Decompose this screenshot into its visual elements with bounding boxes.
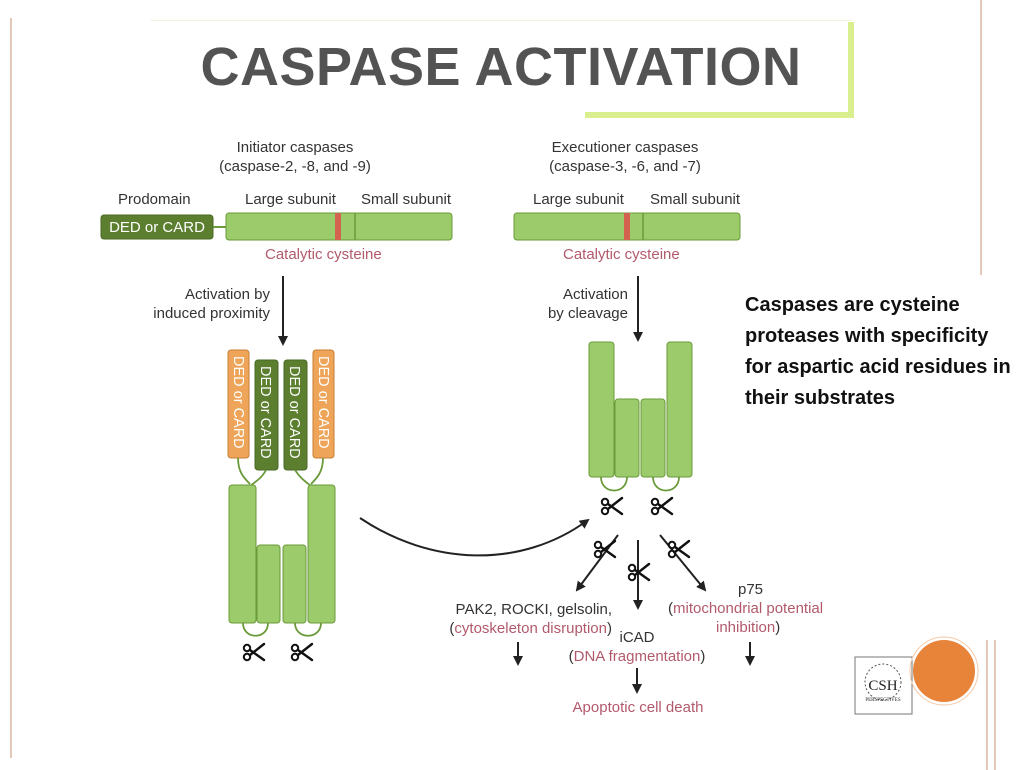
caspase-note: Caspases are cysteine proteases with spe… xyxy=(745,294,1011,409)
dimer-label-inner-left: DED or CARD xyxy=(257,366,273,459)
substrate-middle-effect: DNA fragmentation xyxy=(573,648,701,665)
executioner-small-subunit-label: Small subunit xyxy=(650,191,741,208)
decorative-orange-circle xyxy=(913,640,975,702)
executioner-heading-line1: Executioner caspases xyxy=(551,139,699,156)
initiator-dimer xyxy=(227,349,336,637)
substrate-left-label: PAK2, ROCKI, gelsolin, (cytoskeleton dis… xyxy=(426,600,612,638)
substrate-right-effect-line2: inhibition xyxy=(716,619,776,636)
right-border-line-lower-2 xyxy=(994,640,996,770)
title-box xyxy=(150,20,852,117)
paren-open: ( xyxy=(668,600,673,617)
prodomain-ded-label: DED or CARD xyxy=(109,219,205,236)
executioner-heading: Executioner caspases (caspase-3, -6, and… xyxy=(530,138,720,176)
cleavage-line2: by cleavage xyxy=(547,305,628,322)
paren-close: ) xyxy=(607,620,612,637)
scissors-icon xyxy=(667,539,691,559)
substrate-arrow-right xyxy=(659,534,707,592)
paren-close: ) xyxy=(775,619,781,636)
scissors-icon xyxy=(290,642,314,662)
paren-open: ( xyxy=(449,620,455,637)
substrate-right-line3: inhibition) xyxy=(668,618,838,637)
csh-perspectives-logo: CSH PERSPECTIVES xyxy=(854,656,913,715)
dimer-label-outer-right: DED or CARD xyxy=(315,356,331,449)
substrate-right-line1: p75 xyxy=(738,581,764,598)
substrate-right-effect-line1: mitochondrial potential xyxy=(673,600,824,617)
scissors-icon xyxy=(242,642,266,662)
apoptotic-cell-death-label: Apoptotic cell death xyxy=(572,699,704,716)
logo-subtext: PERSPECTIVES xyxy=(865,698,901,703)
dimer-label-outer-left: DED or CARD xyxy=(230,356,246,449)
executioner-heading-line2: (caspase-3, -6, and -7) xyxy=(549,158,701,175)
title-accent-bottom xyxy=(585,112,854,118)
initiator-heading-line1: Initiator caspases xyxy=(236,139,354,156)
initiator-heading-line2: (caspase-2, -8, and -9) xyxy=(219,158,371,175)
initiator-procaspase xyxy=(100,212,453,241)
title-accent-right xyxy=(848,22,854,118)
initiator-small-subunit-label: Small subunit xyxy=(361,191,452,208)
right-border-line xyxy=(980,0,982,275)
substrate-middle-line1: iCAD xyxy=(619,629,655,646)
substrate-middle-label: iCAD (DNA fragmentation) xyxy=(555,628,719,666)
substrate-left-line2: (cytoskeleton disruption) xyxy=(426,619,612,638)
executioner-dimer xyxy=(588,341,693,492)
prodomain-label: Prodomain xyxy=(118,191,191,208)
induced-proximity-label: Activation by induced proximity xyxy=(140,285,270,323)
initiator-large-subunit-label: Large subunit xyxy=(245,191,336,208)
initiator-heading: Initiator caspases (caspase-2, -8, and -… xyxy=(200,138,390,176)
scissors-icon xyxy=(593,539,617,559)
executioner-large-subunit-label: Large subunit xyxy=(533,191,624,208)
left-border-line xyxy=(10,18,12,758)
substrate-left-line1: PAK2, ROCKI, gelsolin, xyxy=(455,601,612,618)
scissors-icon xyxy=(600,496,624,516)
paren-close: ) xyxy=(700,648,706,665)
substrate-right-line2: (mitochondrial potential xyxy=(668,599,838,618)
cleavage-label: Activation by cleavage xyxy=(520,285,628,323)
substrate-right-label: p75 (mitochondrial potential inhibition) xyxy=(668,580,838,637)
executioner-catalytic-cysteine-label: Catalytic cysteine xyxy=(563,246,680,263)
initiator-catalytic-cysteine-label: Catalytic cysteine xyxy=(265,246,382,263)
initiator-to-executioner-arrow xyxy=(359,517,590,557)
paren-open: ( xyxy=(568,648,574,665)
dimer-label-inner-right: DED or CARD xyxy=(286,366,302,459)
slide-title: CASPASE ACTIVATION xyxy=(200,37,802,97)
substrate-left-effect: cytoskeleton disruption xyxy=(454,620,607,637)
cleavage-line1: Activation xyxy=(562,286,628,303)
right-border-line-lower xyxy=(986,640,988,770)
substrate-middle-line2: (DNA fragmentation) xyxy=(555,647,719,666)
scissors-icon xyxy=(650,496,674,516)
executioner-procaspase xyxy=(513,212,741,241)
logo-text: CSH xyxy=(868,678,897,694)
induced-proximity-line2: induced proximity xyxy=(153,305,270,322)
induced-proximity-line1: Activation by xyxy=(184,286,270,303)
